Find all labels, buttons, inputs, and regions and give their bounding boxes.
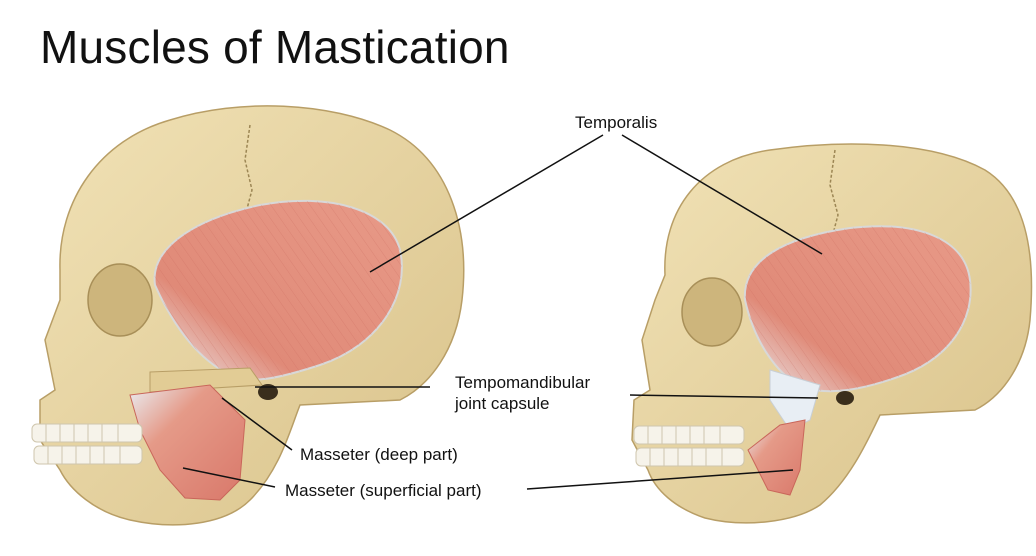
right-teeth [633,425,745,467]
left-orbit [87,263,153,337]
right-masseter-deep [747,419,806,496]
temporalis-leader-right [621,134,823,255]
label-masseter-deep: Masseter (deep part) [300,445,458,464]
slide-title: Muscles of Mastication [40,21,510,73]
left-teeth [31,423,143,465]
temporalis-leader-left [369,134,604,273]
masseter-deep-leader [221,397,293,451]
left-coronal-suture [243,124,253,256]
label-tmj-line2: joint capsule [455,394,550,413]
tmj-leader-right [629,394,819,399]
label-tmj-line1: Tempomandibular [455,373,591,392]
right-skull [631,143,1033,524]
masseter-superficial-leader-right [526,469,794,490]
left-ear-canal [258,384,278,400]
left-temporalis-fibers [154,200,402,380]
leader-lines [182,134,823,490]
label-tmj: Tempomandibular joint capsule [455,372,590,414]
masseter-superficial-leader-left [182,467,276,488]
label-temporalis: Temporalis [575,113,658,132]
right-temporalis-fibers [744,226,971,392]
left-skull [31,105,465,526]
left-masseter-muscle [129,384,246,501]
right-ear-canal [836,391,854,405]
label-masseter-superficial: Masseter (superficial part) [285,481,482,500]
left-zygomatic-arch [149,367,263,393]
right-orbit [681,277,743,347]
